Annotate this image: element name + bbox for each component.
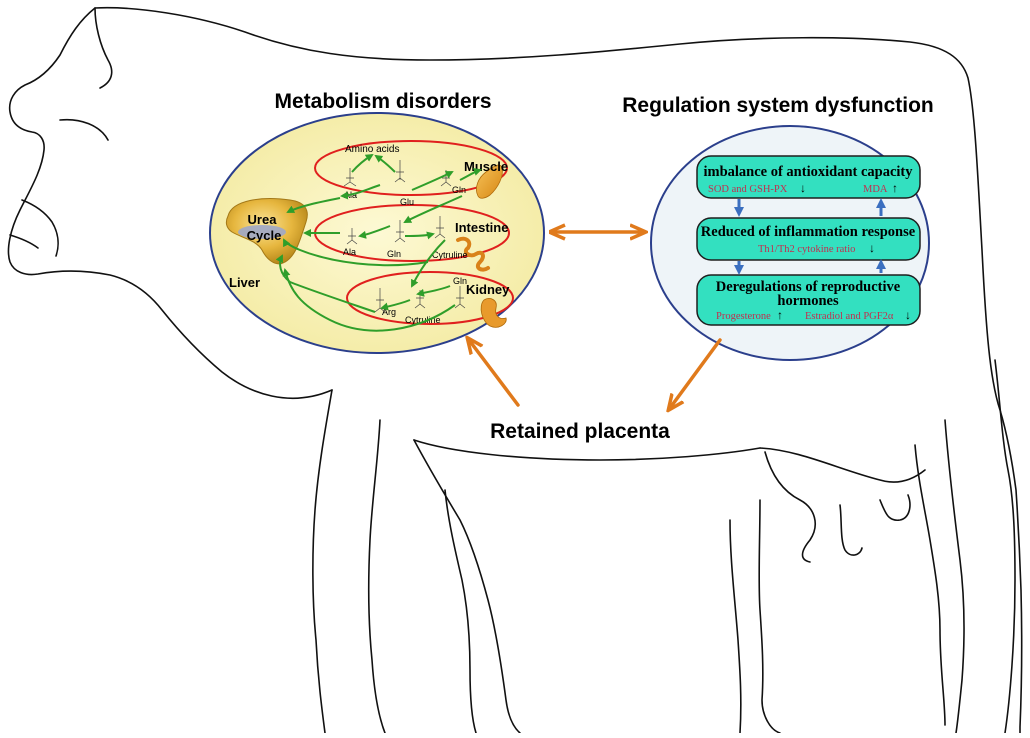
kidney-icon: [480, 298, 507, 328]
cow-outline: [7, 6, 1023, 734]
muscle-icon: [476, 164, 503, 199]
arrow-to-arg: [380, 299, 411, 311]
sod-gsh-text: SOD and GSH-PX: [708, 184, 788, 195]
liver-label: Liver: [229, 275, 260, 290]
inflammation-title: Reduced of inflammation response: [701, 224, 916, 240]
hormones-box: Deregulations of reproductive hormones P…: [696, 274, 921, 326]
urea-label: Urea: [248, 212, 278, 227]
heading-metabolism-disorders: Metabolism disorders: [274, 90, 491, 113]
green-pathway-arrows: [275, 153, 482, 332]
arrow-regulation-to-placenta: [670, 338, 722, 408]
arrow-ala-to-liver-1: [286, 197, 341, 213]
aa-gln-2: Gln: [387, 249, 401, 259]
muscle-red-oval: [314, 140, 508, 196]
inflammation-box: Reduced of inflammation response Th1/Th2…: [696, 217, 921, 261]
amino-acids-label: Amino acids: [345, 144, 399, 155]
aa-cytruline-2: Cytruline: [405, 315, 441, 325]
aa-ala-2: Ala: [343, 247, 356, 257]
th1-down-arrow: ↓: [869, 241, 875, 255]
aa-glu: Glu: [400, 197, 414, 207]
mda-text: MDA: [863, 184, 888, 195]
intestine-icon: [456, 236, 490, 272]
hormones-title-line1: Deregulations of reproductive: [716, 279, 901, 295]
arrow-to-ala: [340, 184, 381, 200]
hormones-title-line2: hormones: [777, 293, 839, 309]
arrow-glu-to-aa: [374, 154, 396, 173]
aa-gln-3: Gln: [453, 276, 467, 286]
liver-icon: [225, 198, 308, 265]
aa-gln-1: Gln: [452, 185, 466, 195]
estradiol-down-arrow: ↓: [905, 308, 911, 322]
arrow-kidney-to-liver: [282, 268, 456, 332]
arrow-placenta-to-metabolism: [469, 340, 520, 407]
sod-down-arrow: ↓: [800, 181, 806, 195]
orange-link-arrows: [469, 232, 722, 408]
antioxidant-title: imbalance of antioxidant capacity: [703, 164, 913, 180]
kidney-red-oval: [346, 271, 514, 325]
progesterone-up-arrow: ↑: [777, 308, 783, 322]
aa-arg: Arg: [382, 307, 396, 317]
cycle-label: Cycle: [247, 228, 282, 243]
mda-up-arrow: ↑: [892, 181, 898, 195]
muscle-label: Muscle: [464, 159, 508, 174]
arrow-gln-to-kidney: [416, 285, 451, 297]
heading-retained-placenta: Retained placenta: [490, 420, 670, 443]
blue-flow-arrows: [734, 198, 886, 275]
estradiol-text: Estradiol and PGF2α: [805, 311, 894, 322]
metabolism-ellipse: [209, 112, 545, 354]
progesterone-text: Progesterone: [716, 311, 771, 322]
aa-cytruline-1: Cytruline: [432, 250, 468, 260]
arrow-intestine-to-liver: [283, 238, 429, 267]
metabolism-panel: Urea Cycle Liver Muscle Intestine Kidney…: [209, 112, 545, 354]
heading-regulation-dysfunction: Regulation system dysfunction: [622, 94, 934, 117]
arrow-gln-to-cytruline: [404, 231, 435, 240]
regulation-panel: imbalance of antioxidant capacity SOD an…: [650, 125, 930, 361]
arrow-muscle-to-intestine: [403, 195, 463, 223]
antioxidant-box: imbalance of antioxidant capacity SOD an…: [696, 155, 921, 199]
arrow-gln-to-muscle: [459, 168, 482, 181]
arrow-gln-to-ala: [358, 225, 391, 239]
th1-th2-text: Th1/Th2 cytokine ratio: [758, 244, 855, 255]
arrow-glu-to-gln: [411, 171, 454, 191]
kidney-label: Kidney: [466, 282, 510, 297]
intestine-label: Intestine: [455, 220, 508, 235]
arrow-ala-to-aa: [351, 153, 374, 173]
